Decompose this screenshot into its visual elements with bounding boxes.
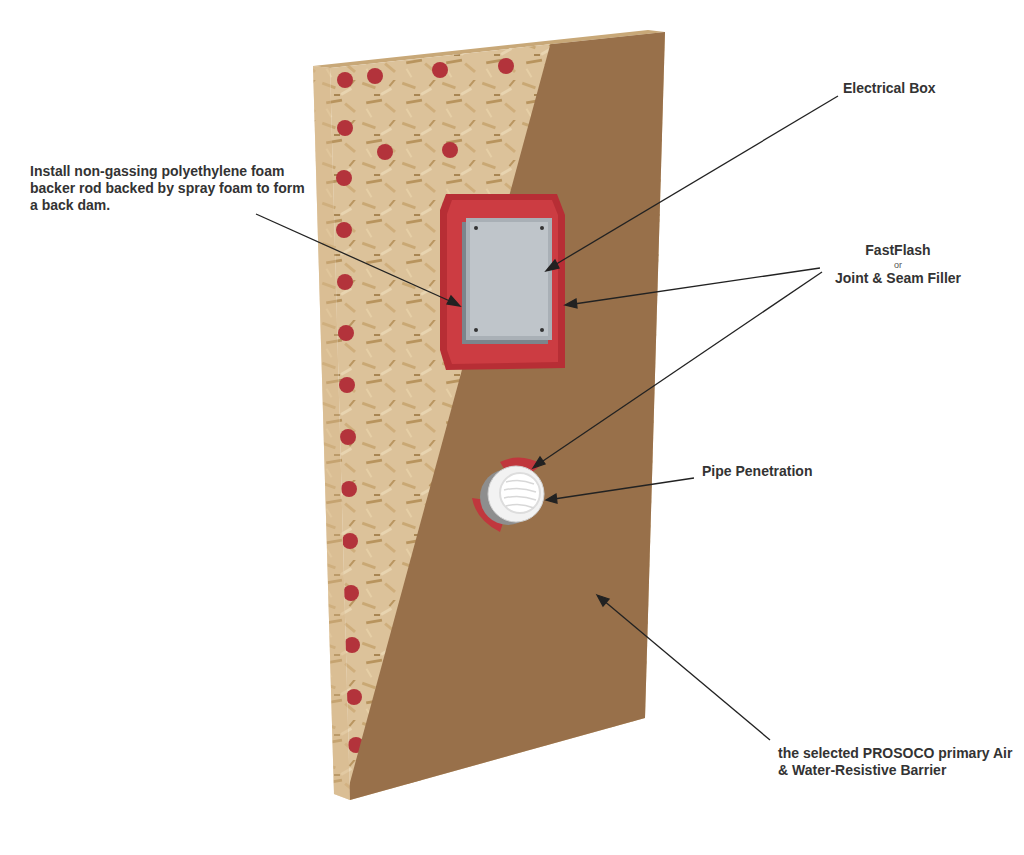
- callout-conjunction: or: [894, 260, 902, 270]
- callout-label: the selected PROSOCO primary Air & Water…: [778, 745, 1018, 779]
- callout-note: Install non-gassing polyethylene foam ba…: [30, 163, 310, 214]
- callout-label: Electrical Box: [843, 80, 936, 97]
- leader-lines: [256, 96, 838, 740]
- callout-label: Pipe Penetration: [702, 463, 812, 480]
- callout-label: Joint & Seam Filler: [835, 270, 961, 287]
- callout-label: FastFlash: [865, 242, 930, 259]
